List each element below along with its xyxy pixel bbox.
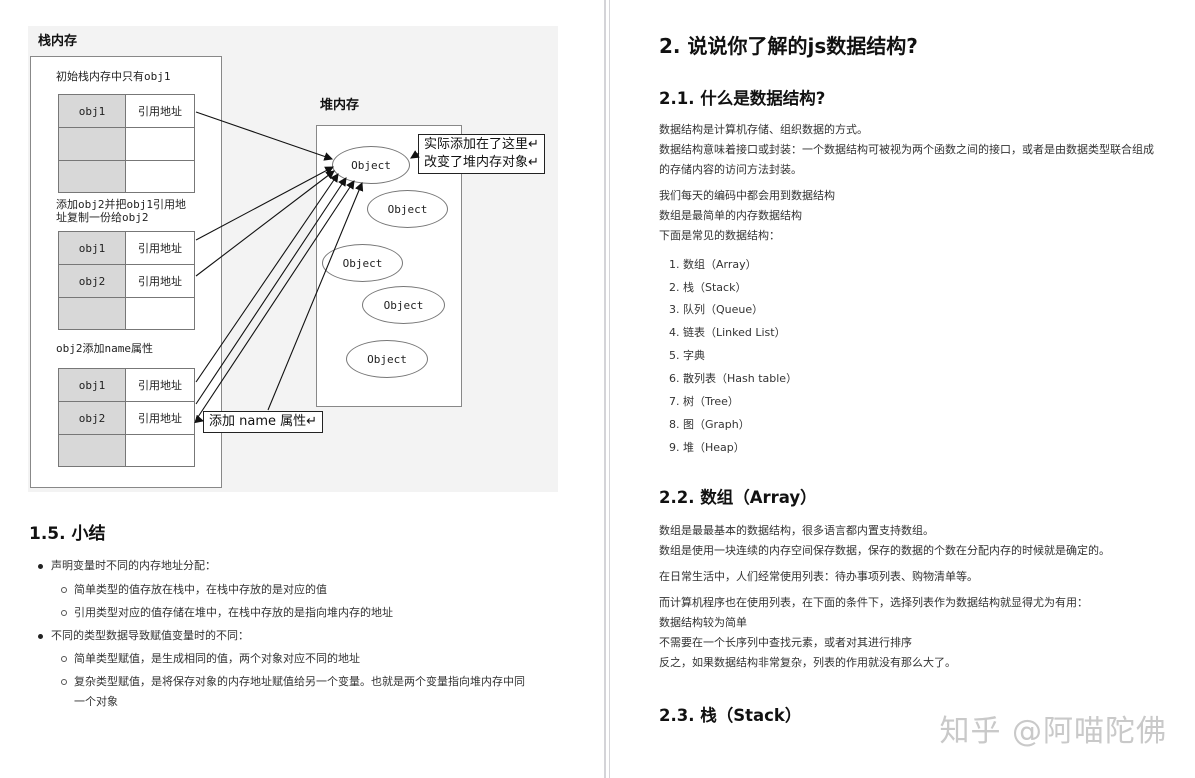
heap-object: Object	[362, 286, 445, 324]
sub-bullet-text-cont: 一个对象	[74, 695, 118, 708]
page-title: 2. 说说你了解的js数据结构?	[659, 34, 918, 58]
bullet-dot	[38, 564, 43, 569]
paragraph: 我们每天的编码中都会用到数据结构	[659, 189, 835, 202]
arrow-line	[195, 177, 347, 405]
stack-cell-ref: 引用地址	[125, 231, 195, 265]
sub-bullet-circle	[61, 610, 67, 616]
sub-bullet-text: 复杂类型赋值，是将保存对象的内存地址赋值给另一个变量。也就是两个变量指向堆内存中…	[74, 675, 525, 688]
right-page: 2. 说说你了解的js数据结构? 2.1. 什么是数据结构? 数据结构是计算机存…	[611, 0, 1195, 778]
list-item: 8. 图（Graph）	[669, 418, 750, 431]
paragraph: 数据结构是计算机存储、组织数据的方式。	[659, 123, 868, 136]
arrow-line	[410, 150, 420, 159]
section-title-array: 2.2. 数组（Array）	[659, 488, 817, 507]
list-item: 9. 堆（Heap）	[669, 441, 745, 454]
stack-cell-ref: 引用地址	[125, 401, 195, 435]
callout-heap-line1: 实际添加在了这里↵	[424, 137, 539, 152]
group3-caption: obj2添加name属性	[56, 342, 153, 355]
callout-heap-line2: 改变了堆内存对象↵	[424, 155, 539, 170]
group2-caption: 添加obj2并把obj1引用地 址复制一份给obj2	[56, 198, 186, 224]
arrow-line	[195, 170, 335, 277]
paragraph: 数据结构较为简单	[659, 616, 747, 629]
paragraph: 数组是使用一块连续的内存空间保存数据，保存的数据的个数在分配内存的时候就是确定的…	[659, 544, 1110, 557]
list-item: 4. 链表（Linked List）	[669, 326, 786, 339]
stack-cell-empty	[58, 297, 126, 330]
list-item: 7. 树（Tree）	[669, 395, 739, 408]
paragraph: 下面是常见的数据结构：	[659, 229, 780, 242]
arrow-line	[194, 414, 205, 424]
stack-cell-empty	[125, 297, 195, 330]
paragraph: 不需要在一个长序列中查找元素，或者对其进行排序	[659, 636, 912, 649]
paragraph: 的存储内容的访问方法封装。	[659, 163, 802, 176]
paragraph: 而计算机程序也在使用列表，在下面的条件下，选择列表作为数据结构就显得尤为有用：	[659, 596, 1088, 609]
callout-heap-change: 实际添加在了这里↵ 改变了堆内存对象↵	[418, 134, 545, 174]
stack-cell-ref: 引用地址	[125, 264, 195, 298]
paragraph: 数组是最简单的内存数据结构	[659, 209, 802, 222]
stack-cell-obj1: obj1	[58, 231, 126, 265]
list-item: 6. 散列表（Hash table）	[669, 372, 798, 385]
sub-bullet-circle	[61, 656, 67, 662]
stack-memory-title: 栈内存	[38, 34, 78, 49]
page-divider	[604, 0, 606, 778]
stack-cell-empty	[125, 434, 195, 467]
heap-memory-title: 堆内存	[320, 98, 360, 113]
stack-cell-empty	[58, 434, 126, 467]
arrow-line	[195, 180, 355, 421]
arrow-line	[195, 111, 334, 161]
heap-object: Object	[367, 190, 448, 228]
bullet-dot	[38, 634, 43, 639]
sub-bullet-text: 简单类型赋值，是生成相同的值，两个对象对应不同的地址	[74, 652, 360, 665]
reference-arrows	[194, 111, 420, 424]
paragraph: 数据结构意味着接口或封装：一个数据结构可被视为两个函数之间的接口，或者是由数据类…	[659, 143, 1154, 156]
list-item: 3. 队列（Queue）	[669, 303, 764, 316]
paragraph: 在日常生活中，人们经常使用列表：待办事项列表、购物清单等。	[659, 570, 978, 583]
stack-cell-empty	[58, 160, 126, 193]
group2-caption-line2: 址复制一份给obj2	[56, 211, 149, 224]
callout-add-name: 添加 name 属性↵	[203, 411, 324, 433]
arrow-line	[195, 173, 339, 383]
paragraph: 数组是最最基本的数据结构，很多语言都内置支持数组。	[659, 524, 934, 537]
bullet-text: 声明变量时不同的内存地址分配：	[51, 559, 216, 572]
arrow-line	[267, 181, 364, 411]
sub-bullet-circle	[61, 587, 67, 593]
group1-caption: 初始栈内存中只有obj1	[56, 70, 171, 83]
stack-cell-ref: 引用地址	[125, 368, 195, 402]
left-page: 栈内存 初始栈内存中只有obj1 obj1 引用地址 添加obj2并把obj1引…	[28, 26, 558, 708]
sub-bullet-text: 简单类型的值存放在栈中，在栈中存放的是对应的值	[74, 583, 327, 596]
heap-object: Object	[346, 340, 428, 378]
heap-object: Object	[322, 244, 403, 282]
section-title-stack: 2.3. 栈（Stack）	[659, 706, 802, 725]
bullet-text: 不同的类型数据导致赋值变量时的不同：	[51, 629, 249, 642]
stack-cell-empty	[125, 160, 195, 193]
paragraph: 反之，如果数据结构非常复杂，列表的作用就没有那么大了。	[659, 656, 956, 669]
list-item: 2. 栈（Stack）	[669, 281, 747, 294]
list-item: 1. 数组（Array）	[669, 258, 757, 271]
arrow-line	[195, 166, 334, 241]
page-divider	[609, 0, 610, 778]
heap-object: Object	[332, 146, 410, 184]
sub-bullet-circle	[61, 679, 67, 685]
sub-bullet-text: 引用类型对应的值存储在堆中，在栈中存放的是指向堆内存的地址	[74, 606, 393, 619]
section-title-summary: 1.5. 小结	[29, 524, 106, 544]
zhihu-watermark: 知乎 @阿喵陀佛	[939, 714, 1167, 749]
stack-cell-obj1: obj1	[58, 368, 126, 402]
memory-diagram: 栈内存 初始栈内存中只有obj1 obj1 引用地址 添加obj2并把obj1引…	[28, 26, 558, 492]
list-item: 5. 字典	[669, 349, 705, 362]
section-title-what-is-ds: 2.1. 什么是数据结构?	[659, 89, 826, 108]
group2-caption-line1: 添加obj2并把obj1引用地	[56, 198, 186, 211]
stack-cell-empty	[125, 127, 195, 161]
